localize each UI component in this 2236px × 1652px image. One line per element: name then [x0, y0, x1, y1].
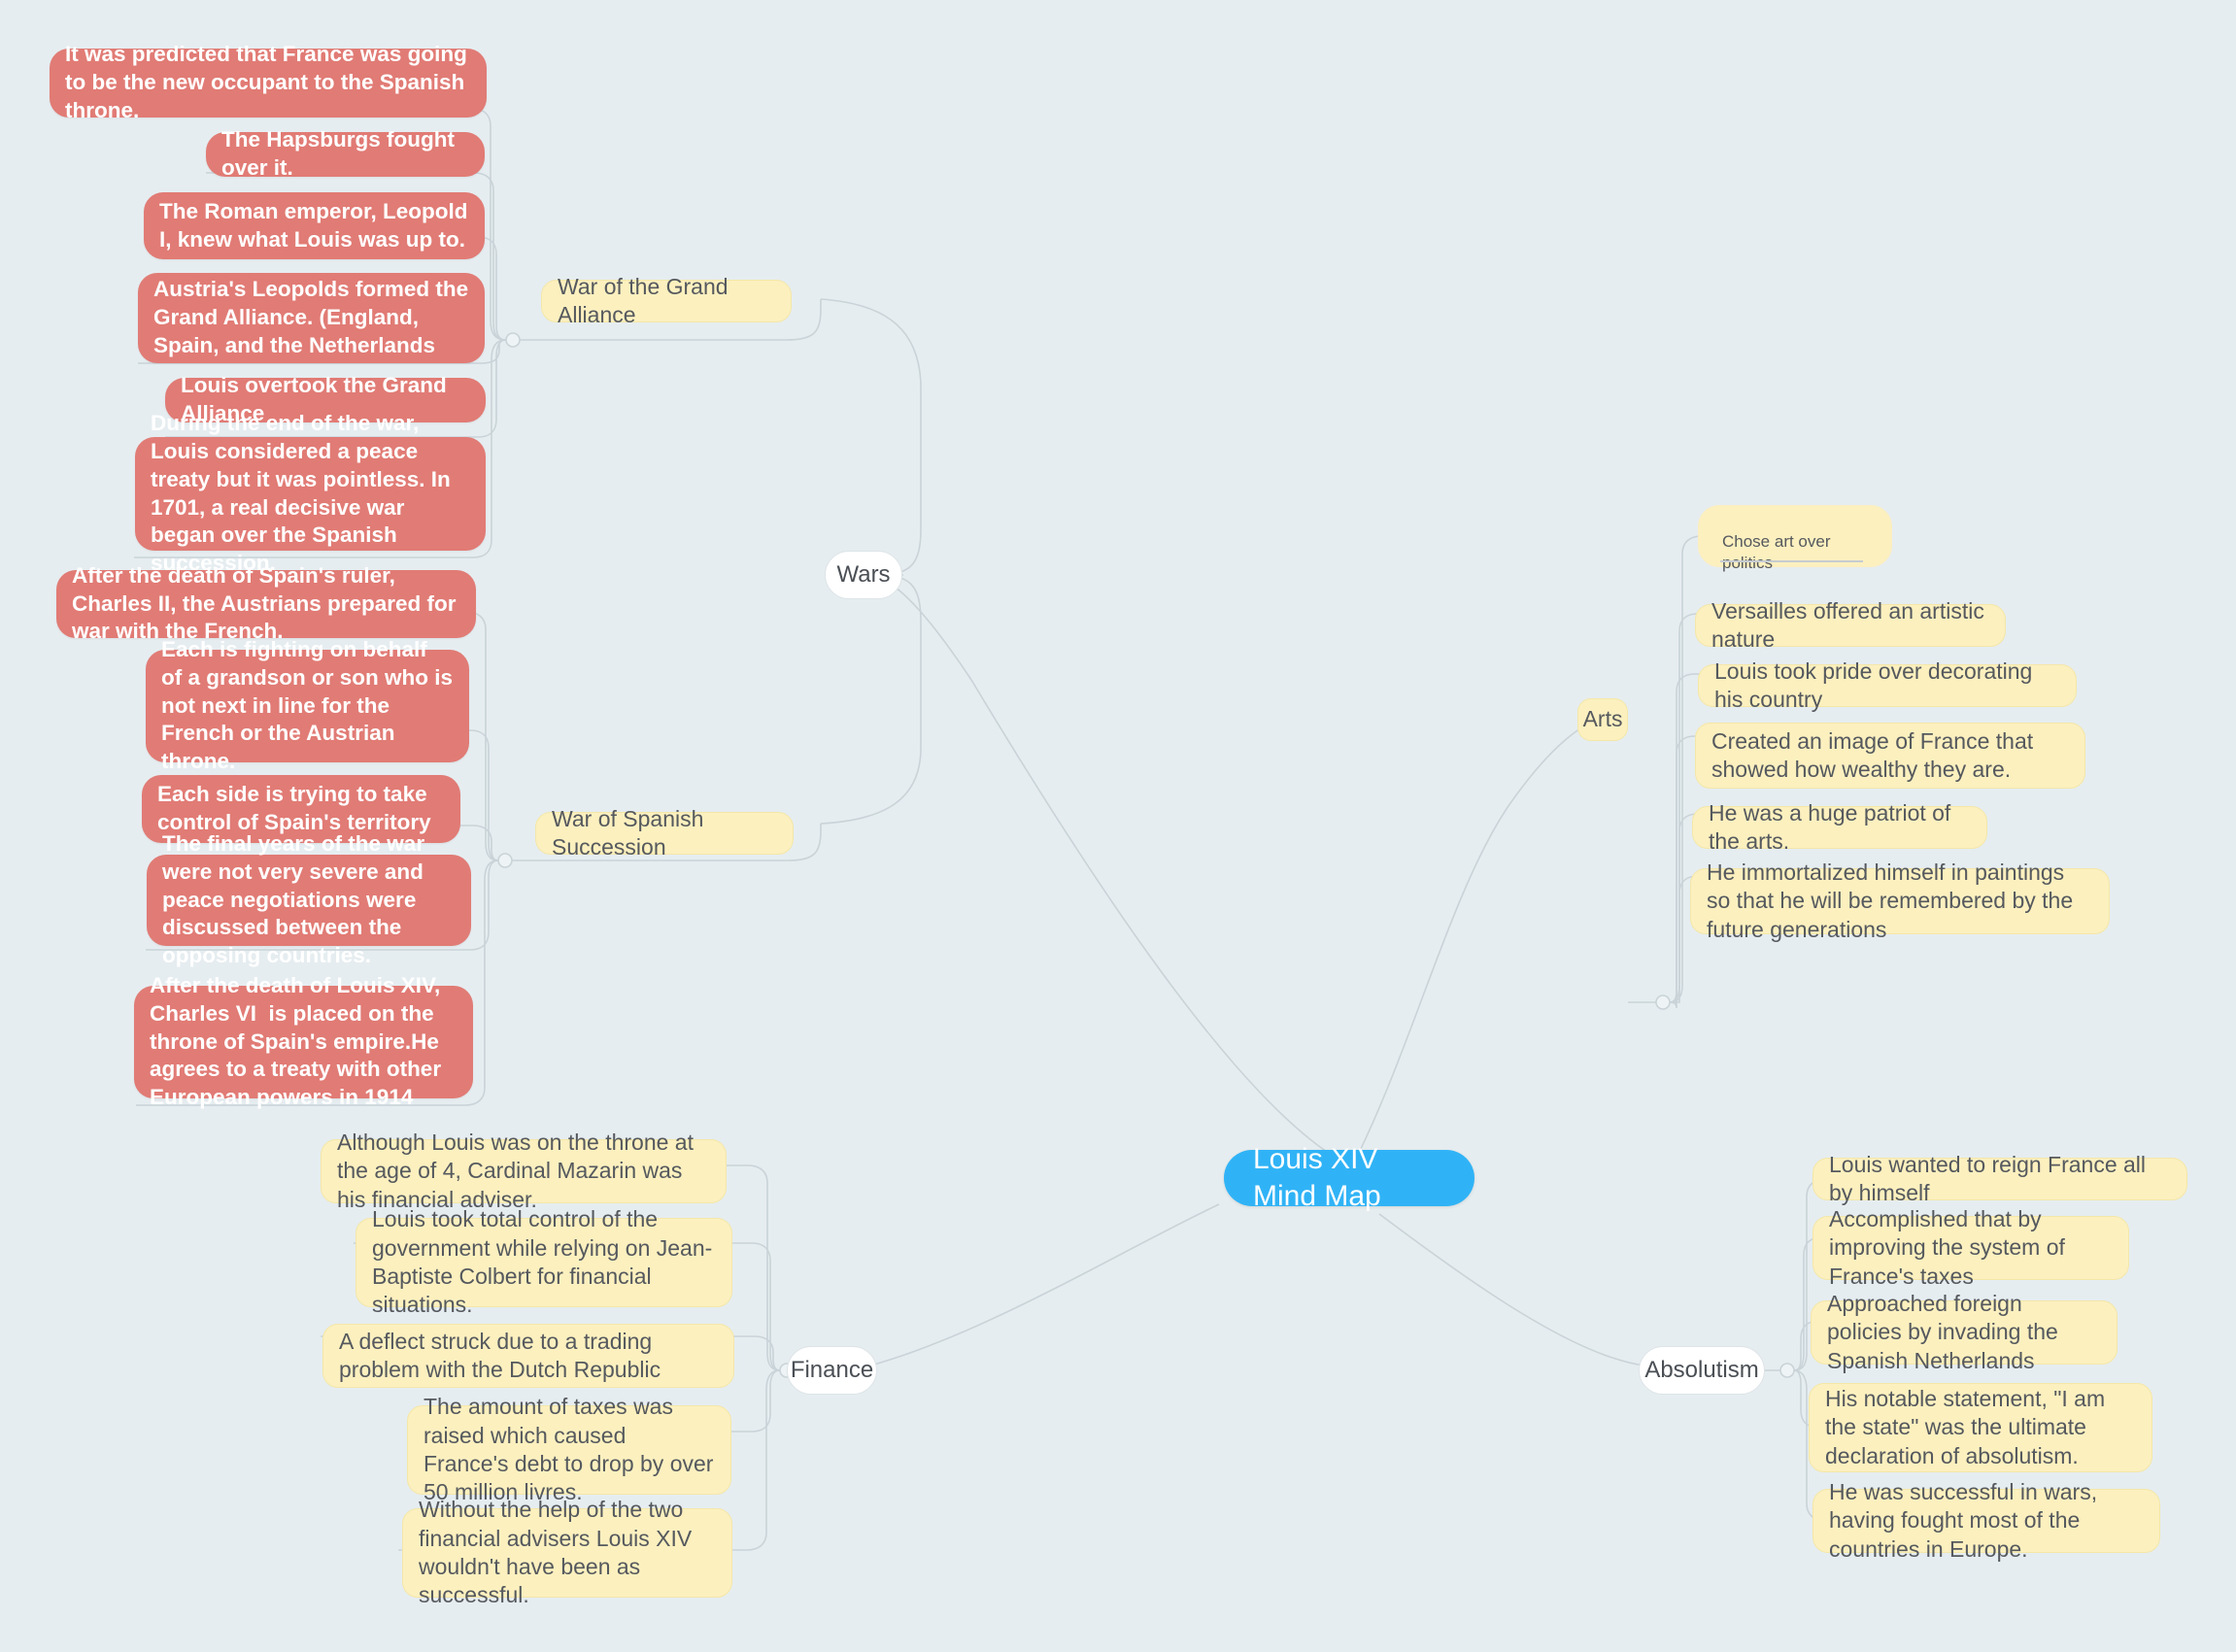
grand-alliance-item-5[interactable]: Louis overtook the Grand Alliance — [165, 373, 486, 425]
spanish-succession-item-2[interactable]: Each is fighting on behalf of a grandson… — [146, 637, 469, 773]
arts-item-4[interactable]: Created an image of France that showed h… — [1695, 723, 2085, 789]
arts-item-1[interactable]: Chose art over politics — [1698, 505, 1892, 572]
root-node[interactable]: Louis XIV Mind Map — [1224, 1143, 1474, 1212]
grand-alliance-item-3-text: The Roman emperor, Leopold I, knew what … — [159, 198, 474, 252]
finance-item-5[interactable]: Without the help of the two financial ad… — [402, 1497, 732, 1607]
absolutism-item-2-text: Accomplished that by improving the syste… — [1829, 1205, 2072, 1289]
spanish-succession-item-2-text: Each is fighting on behalf of a grandson… — [161, 637, 459, 774]
finance-item-5-text: Without the help of the two financial ad… — [419, 1497, 698, 1608]
arts-item-5-text: He was a huge patriot of the arts. — [1709, 799, 1957, 854]
branch-absolutism[interactable]: Absolutism — [1639, 1346, 1765, 1395]
grand-alliance-item-4[interactable]: Austria's Leopolds formed the Grand Alli… — [138, 273, 485, 363]
arts-item-3[interactable]: Louis took pride over decorating his cou… — [1698, 658, 2077, 712]
branch-finance[interactable]: Finance — [787, 1346, 877, 1395]
spanish-succession-item-3[interactable]: Each side is trying to take control of S… — [142, 775, 460, 843]
finance-item-1-text: Although Louis was on the throne at the … — [337, 1129, 700, 1212]
root-node-label: Louis XIV Mind Map — [1253, 1142, 1386, 1212]
spanish-succession-item-3-text: Each side is trying to take control of S… — [157, 782, 433, 834]
subbranch-grand-alliance-label: War of the Grand Alliance — [558, 273, 733, 327]
finance-item-3-text: A deflect struck due to a trading proble… — [339, 1328, 661, 1382]
branch-finance-label: Finance — [790, 1356, 874, 1383]
subbranch-spanish-succession-label: War of Spanish Succession — [552, 805, 710, 860]
grand-alliance-item-2[interactable]: The Hapsburgs fought over it. — [206, 127, 485, 180]
absolutism-item-3[interactable]: Approached foreign policies by invading … — [1811, 1291, 2117, 1373]
spanish-succession-item-5[interactable]: After the death of Louis XIV, Charles VI… — [134, 973, 473, 1109]
absolutism-item-4-text: His notable statement, "I am the state" … — [1825, 1385, 2112, 1468]
absolutism-item-5-text: He was successful in wars, having fought… — [1829, 1478, 2104, 1562]
grand-alliance-item-1-text: It was predicted that France was going t… — [65, 42, 474, 122]
finance-item-4-text: The amount of taxes was raised which cau… — [423, 1394, 720, 1505]
subbranch-grand-alliance[interactable]: War of the Grand Alliance — [541, 274, 792, 327]
branch-wars[interactable]: Wars — [825, 551, 902, 599]
grand-alliance-item-6-text: During the end of the war, Louis conside… — [151, 411, 457, 576]
spanish-succession-item-5-text: After the death of Louis XIV, Charles VI… — [150, 973, 448, 1110]
arts-item-6[interactable]: He immortalized himself in paintings so … — [1690, 860, 2110, 942]
absolutism-item-4[interactable]: His notable statement, "I am the state" … — [1809, 1383, 2152, 1472]
arts-item-5[interactable]: He was a huge patriot of the arts. — [1692, 800, 1987, 854]
arts-item-6-text: He immortalized himself in paintings so … — [1707, 859, 2080, 942]
branch-absolutism-label: Absolutism — [1644, 1356, 1759, 1383]
grand-alliance-item-4-text: Austria's Leopolds formed the Grand Alli… — [153, 277, 475, 357]
arts-item-4-text: Created an image of France that showed h… — [1711, 727, 2040, 782]
absolutism-item-1[interactable]: Louis wanted to reign France all by hims… — [1813, 1152, 2187, 1205]
spanish-succession-item-4-text: The final years of the war were not very… — [162, 831, 431, 968]
arts-item-2[interactable]: Versailles offered an artistic nature — [1695, 598, 2006, 652]
grand-alliance-item-3[interactable]: The Roman emperor, Leopold I, knew what … — [144, 192, 485, 259]
branch-arts-label: Arts — [1582, 706, 1623, 732]
absolutism-item-2[interactable]: Accomplished that by improving the syste… — [1813, 1206, 2129, 1289]
branch-wars-label: Wars — [836, 560, 891, 588]
finance-item-4[interactable]: The amount of taxes was raised which cau… — [407, 1394, 731, 1504]
finance-item-2-text: Louis took total control of the governme… — [372, 1206, 713, 1318]
grand-alliance-item-5-text: Louis overtook the Grand Alliance — [181, 373, 453, 425]
arts-item-3-text: Louis took pride over decorating his cou… — [1714, 657, 2039, 712]
finance-item-3[interactable]: A deflect struck due to a trading proble… — [322, 1324, 734, 1388]
spanish-succession-item-1-text: After the death of Spain's ruler, Charle… — [72, 562, 462, 644]
absolutism-item-3-text: Approached foreign policies by invading … — [1827, 1290, 2065, 1373]
arts-item-1-underline — [1720, 560, 1863, 562]
grand-alliance-item-6[interactable]: During the end of the war, Louis conside… — [135, 411, 486, 575]
subbranch-spanish-succession[interactable]: War of Spanish Succession — [535, 806, 794, 860]
grand-alliance-item-1[interactable]: It was predicted that France was going t… — [50, 42, 487, 122]
spanish-succession-item-4[interactable]: The final years of the war were not very… — [147, 831, 471, 967]
absolutism-item-1-text: Louis wanted to reign France all by hims… — [1829, 1151, 2152, 1205]
grand-alliance-item-2-text: The Hapsburgs fought over it. — [221, 127, 461, 180]
arts-item-1-text: Chose art over politics — [1722, 532, 1836, 572]
arts-item-2-text: Versailles offered an artistic nature — [1711, 597, 1991, 652]
absolutism-item-5[interactable]: He was successful in wars, having fought… — [1813, 1479, 2160, 1562]
spanish-succession-item-1[interactable]: After the death of Spain's ruler, Charle… — [56, 563, 476, 643]
finance-item-2[interactable]: Louis took total control of the governme… — [356, 1206, 732, 1317]
finance-item-1[interactable]: Although Louis was on the throne at the … — [321, 1129, 727, 1212]
branch-arts[interactable]: Arts — [1577, 698, 1628, 741]
